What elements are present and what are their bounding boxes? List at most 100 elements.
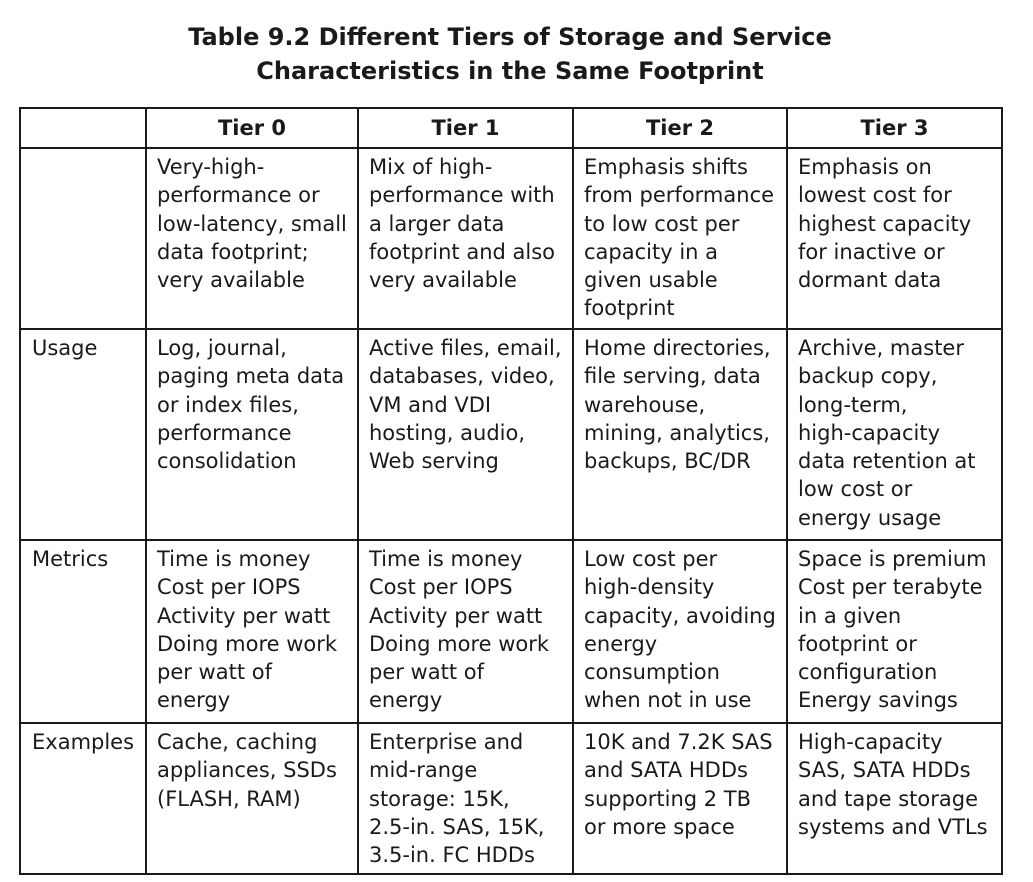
cell-text-line: energy usage xyxy=(798,505,942,530)
cell-text-line: capacity in a xyxy=(584,239,719,264)
cell-text-line: 2.5-in. SAS, 15K, xyxy=(369,814,545,839)
cell-text-line: a larger data xyxy=(369,211,505,236)
header-cell-tier-2: Tier 2 xyxy=(572,107,788,149)
cell-text-line: Doing more work xyxy=(157,631,338,656)
cell-text-line: supporting 2 TB xyxy=(584,786,752,811)
cell-text-line: Time is money xyxy=(369,547,523,571)
row-label: Metrics xyxy=(19,539,147,724)
cell-text-line: or more space xyxy=(584,814,735,839)
header-cell-empty xyxy=(19,107,147,149)
cell-text-line: dormant data xyxy=(798,268,942,293)
cell-text-line: and tape storage xyxy=(798,786,978,811)
cell-text-line: and SATA HDDs xyxy=(584,758,748,783)
cell-text-line: 10K and 7.2K SAS xyxy=(584,730,773,754)
cell-text-line: high-capacity xyxy=(798,420,941,445)
cell-text-line: footprint and also xyxy=(369,239,556,264)
cell-text-line: for inactive or xyxy=(798,239,945,264)
cell-text-line: Time is money xyxy=(157,547,311,571)
cell-text-line: very available xyxy=(369,268,517,293)
cell-text-line: performance xyxy=(157,420,292,445)
cell-text-line: very available xyxy=(157,268,305,293)
cell-text-line: 3.5-in. FC HDDs xyxy=(369,843,535,868)
cell-text-line: Web serving xyxy=(369,449,499,474)
cell-text-line: energy xyxy=(584,631,658,656)
cell-text-line: Emphasis on xyxy=(798,155,932,179)
cell-text-line: hosting, audio, xyxy=(369,420,526,445)
cell-text-line: Active files, email, xyxy=(369,336,562,360)
cell-text-line: file serving, data xyxy=(584,364,761,389)
table-title-line-1: Table 9.2 Different Tiers of Storage and… xyxy=(188,23,832,51)
cell-text-line: Cost per IOPS xyxy=(157,575,301,600)
cell-text-line: mining, analytics, xyxy=(584,420,770,445)
row-label: Examples xyxy=(19,721,147,876)
row-label: Usage xyxy=(19,328,147,541)
cell-text-line: warehouse, xyxy=(584,392,706,417)
cell-text-line: footprint or xyxy=(798,631,917,656)
cell-text-line: Space is premium xyxy=(798,547,987,571)
cell-text-line: Emphasis shifts xyxy=(584,155,748,179)
cell-text-line: low-latency, small xyxy=(157,211,347,236)
cell-text-line: given usable xyxy=(584,268,718,293)
cell-text-line: Energy savings xyxy=(798,688,958,713)
cell-text-line: storage: 15K, xyxy=(369,786,510,811)
cell-text-line: data footprint; xyxy=(157,239,309,264)
cell-text-line: data retention at xyxy=(798,449,976,474)
cell-text-line: to low cost per xyxy=(584,211,740,236)
cell-text-line: when not in use xyxy=(584,688,752,713)
cell-text-line: low cost or xyxy=(798,477,913,502)
cell-text-line: Mix of high- xyxy=(369,155,493,179)
cell-text-line: VM and VDI xyxy=(369,392,492,417)
cell-text-line: systems and VTLs xyxy=(798,814,988,839)
cell-text-line: energy xyxy=(157,688,231,713)
cell-text-line: long-term, xyxy=(798,392,908,417)
cell-text-line: (FLASH, RAM) xyxy=(157,786,301,811)
header-row: Tier 0 Tier 1 Tier 2 Tier 3 xyxy=(19,107,1003,149)
cell-text-line: per watt of xyxy=(157,660,272,685)
cell-text-line: Cache, caching xyxy=(157,730,318,754)
table-cell-tier-2: Emphasis shifts from performance to low co… xyxy=(572,147,788,330)
cell-text-line: Cost per terabyte xyxy=(798,575,983,600)
cell-text-line: backups, BC/DR xyxy=(584,449,751,474)
cell-text-line: energy xyxy=(369,688,443,713)
table-row-usage: Usage Log, journal, paging meta data or ind… xyxy=(19,328,1003,541)
cell-text-line: Activity per watt xyxy=(369,603,543,628)
cell-text-line: consolidation xyxy=(157,449,297,474)
cell-text-line: SAS, SATA HDDs xyxy=(798,758,971,783)
cell-text-line: backup copy, xyxy=(798,364,938,389)
cell-text-line: mid-range xyxy=(369,758,478,783)
cell-text-line: capacity, avoiding xyxy=(584,603,776,628)
header-cell-tier-0: Tier 0 xyxy=(145,107,359,149)
cell-text-line: databases, video, xyxy=(369,364,555,389)
cell-text-line: high-density xyxy=(584,575,715,600)
cell-text-line: footprint xyxy=(584,296,675,321)
table-title: Table 9.2 Different Tiers of Storage and… xyxy=(0,20,1020,88)
cell-text-line: lowest cost for xyxy=(798,183,952,208)
cell-text-line: Doing more work xyxy=(369,631,550,656)
cell-text-line: configuration xyxy=(798,660,938,685)
cell-text-line: or index files, xyxy=(157,392,299,417)
header-cell-tier-1: Tier 1 xyxy=(357,107,574,149)
storage-tiers-table: Tier 0 Tier 1 Tier 2 Tier 3 Very-high-pe… xyxy=(19,107,1003,876)
table-cell-tier-3: Archive, master backup copy, long-term, hig… xyxy=(786,328,1003,541)
cell-text-line: paging meta data xyxy=(157,364,345,389)
cell-text-line: from performance xyxy=(584,183,775,208)
cell-text-line: Archive, master xyxy=(798,336,964,360)
cell-text-line: performance with xyxy=(369,183,555,208)
cell-text-line: performance or xyxy=(157,183,320,208)
cell-text-line: per watt of xyxy=(369,660,484,685)
row-label xyxy=(19,147,147,330)
header-cell-tier-3: Tier 3 xyxy=(786,107,1003,149)
cell-text-line: consumption xyxy=(584,660,720,685)
cell-text-line: Log, journal, xyxy=(157,336,287,360)
cell-text-line: Cost per IOPS xyxy=(369,575,513,600)
